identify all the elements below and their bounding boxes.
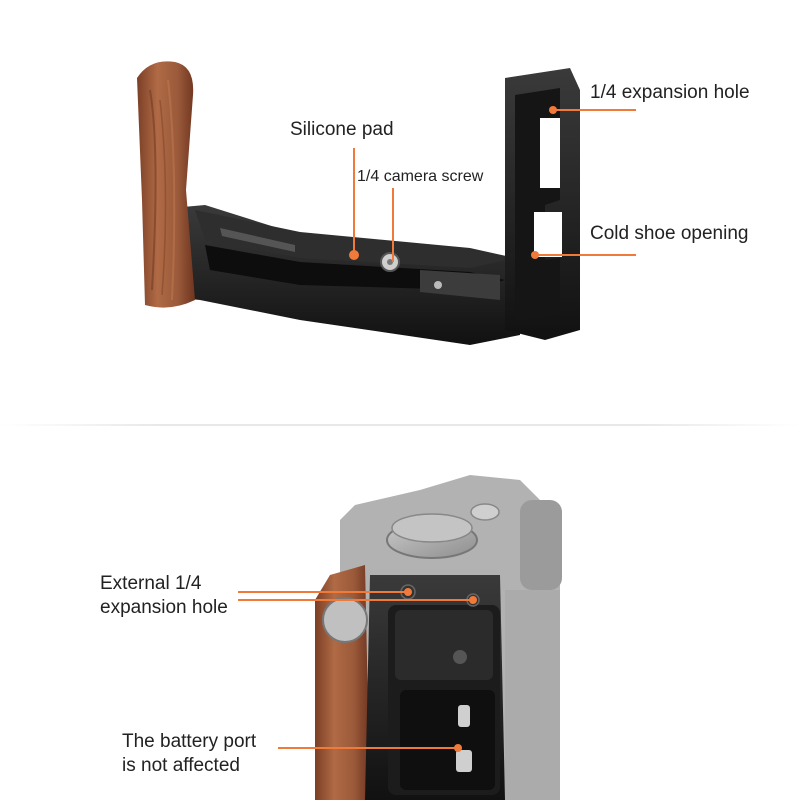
callout-dots-bottom (404, 588, 477, 752)
small-dial (470, 503, 500, 521)
external-hole-label-2: expansion hole (100, 597, 228, 618)
expansion-hole-label: 1/4 expansion hole (590, 82, 750, 103)
silicone-pad-label: Silicone pad (290, 119, 394, 140)
callouts-bottom (238, 591, 473, 749)
usb-port (458, 705, 470, 727)
callout-dots-top (531, 106, 557, 259)
battery-port-label-1: The battery port (122, 731, 257, 752)
mic-port (453, 650, 467, 664)
l-bracket (150, 68, 580, 345)
section-divider (0, 424, 800, 426)
camera-with-bracket (315, 475, 562, 800)
cold-shoe-label: Cold shoe opening (590, 223, 749, 244)
cold-shoe-slot (534, 212, 562, 257)
wooden-grip (137, 61, 195, 308)
camera-screw-label: 1/4 camera screw (357, 168, 484, 185)
external-hole-label-1: External 1/4 (100, 573, 202, 594)
camera-lens (520, 500, 562, 590)
callouts-top (353, 109, 636, 262)
expansion-hole-dot (549, 106, 557, 114)
battery-port-label-2: is not affected (122, 755, 240, 776)
cold-shoe-dot (531, 251, 539, 259)
hdmi-port (456, 750, 472, 772)
expansion-slot (540, 118, 560, 188)
